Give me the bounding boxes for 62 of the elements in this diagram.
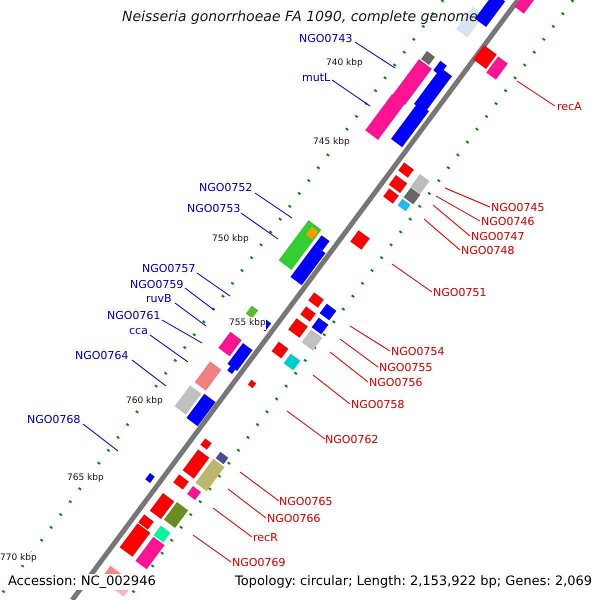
leader-line bbox=[332, 80, 370, 106]
gene-label: ruvB bbox=[146, 292, 172, 305]
gene-label: NGO0753 bbox=[187, 202, 240, 215]
gene-label: NGO0747 bbox=[471, 230, 524, 243]
gene-label: NGO0769 bbox=[232, 556, 286, 569]
leader-line bbox=[174, 302, 206, 326]
leader-line bbox=[196, 272, 230, 296]
leader-line bbox=[340, 338, 378, 368]
tick-label: 760 kbp bbox=[126, 395, 163, 408]
leader-line bbox=[444, 188, 490, 208]
leader-line bbox=[354, 42, 396, 68]
footer-text: Topology: circular; Length: 2,153,922 bp; Genes: 2,069 bbox=[235, 574, 592, 590]
gene-label: NGO0754 bbox=[391, 345, 444, 358]
gene-label: NGO0743 bbox=[299, 32, 352, 45]
leader-line bbox=[516, 80, 556, 106]
leader-line bbox=[350, 326, 390, 352]
leader-line bbox=[240, 212, 278, 240]
gene-label: NGO0765 bbox=[279, 495, 332, 508]
gene-label: NGO0751 bbox=[433, 286, 486, 299]
leader-line bbox=[432, 204, 470, 236]
gene-label: NGO0745 bbox=[491, 201, 544, 214]
leader-line bbox=[240, 472, 280, 502]
leader-line bbox=[392, 264, 432, 292]
leader-line bbox=[184, 288, 214, 310]
gene-label: NGO0766 bbox=[267, 512, 320, 525]
gene-label: NGO0759 bbox=[130, 278, 184, 291]
leader-line bbox=[228, 488, 266, 518]
leader-line bbox=[162, 320, 202, 344]
gene-label: NGO0752 bbox=[199, 181, 252, 194]
gene-label: recA bbox=[557, 100, 582, 113]
gene-label: NGO0757 bbox=[142, 262, 196, 275]
gene-label: mutL bbox=[302, 71, 330, 84]
leader-line bbox=[312, 374, 350, 404]
tick-label: 745 kbp bbox=[313, 136, 350, 149]
leader-line bbox=[424, 218, 460, 250]
leader-line bbox=[212, 508, 252, 538]
gene-label: NGO0758 bbox=[351, 398, 404, 411]
leader-line bbox=[330, 352, 368, 382]
gene-label: NGO0761 bbox=[107, 309, 160, 322]
tick-label: 770 kbp bbox=[0, 552, 37, 565]
gene-label: NGO0762 bbox=[325, 433, 378, 446]
gene-label: NGO0764 bbox=[75, 349, 128, 362]
leader-line bbox=[132, 360, 166, 386]
tick-label: 740 kbp bbox=[326, 57, 363, 70]
gene-label: NGO0746 bbox=[481, 215, 534, 228]
title: Neisseria gonorrhoeae FA 1090, complete genome bbox=[122, 9, 478, 26]
leader-line bbox=[82, 424, 118, 452]
gene-label: NGO0756 bbox=[369, 376, 422, 389]
leader-line bbox=[436, 196, 480, 222]
gene-label: NGO0755 bbox=[379, 361, 432, 374]
gene-label: recR bbox=[253, 531, 278, 544]
tick-label: 755 kbp bbox=[229, 317, 266, 330]
gene-label: NGO0768 bbox=[27, 413, 80, 426]
gene-label: cca bbox=[129, 324, 148, 337]
leader-line bbox=[192, 534, 232, 562]
tick-label: 750 kbp bbox=[212, 233, 249, 246]
leader-line bbox=[286, 410, 326, 440]
leader-line bbox=[150, 334, 188, 362]
leader-line bbox=[254, 192, 292, 218]
gene-label: NGO0748 bbox=[461, 244, 514, 257]
footer-text: Accession: NC_002946 bbox=[8, 574, 156, 590]
tick-label: 765 kbp bbox=[67, 472, 104, 485]
